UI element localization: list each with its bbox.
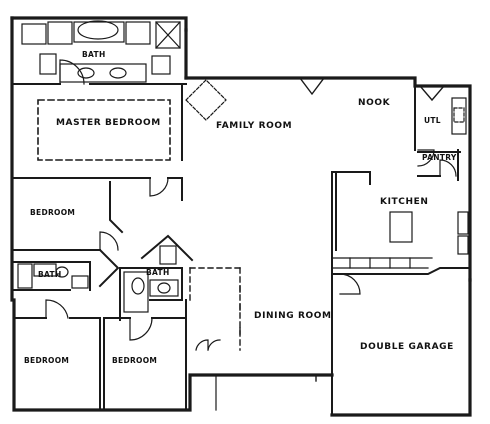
room-label-bath-left: BATH — [38, 270, 62, 279]
room-label-bedroom-lower-mid: BEDROOM — [112, 356, 158, 365]
middle-bath-fixtures — [123, 245, 179, 313]
room-label-kitchen: KITCHEN — [380, 197, 429, 207]
room-label-nook: NOOK — [358, 98, 391, 108]
master-bedroom-rug — [37, 99, 171, 161]
left-bath-fixtures — [17, 263, 89, 289]
room-label-master-bedroom: MASTER BEDROOM — [56, 118, 161, 128]
fireplace — [185, 79, 227, 121]
room-label-bath-master: BATH — [82, 50, 106, 59]
entry — [189, 374, 217, 411]
dining-partitions — [189, 267, 241, 351]
room-label-dining-room: DINING ROOM — [254, 311, 332, 321]
room-label-bedroom-lower-left: BEDROOM — [24, 356, 70, 365]
utility-fixtures — [451, 97, 467, 135]
room-label-family-room: FAMILY ROOM — [216, 121, 293, 131]
room-label-bath-mid: BATH — [146, 268, 170, 277]
windows — [239, 77, 445, 382]
room-label-bedroom-upper: BEDROOM — [30, 208, 76, 217]
room-label-utl: UTL — [424, 116, 441, 125]
kitchen-counter — [331, 211, 469, 269]
doors — [45, 59, 457, 351]
master-bath-fixtures — [21, 20, 181, 83]
room-label-pantry: PANTRY — [422, 153, 457, 162]
exterior-walls — [10, 16, 472, 417]
room-label-double-garage: DOUBLE GARAGE — [360, 342, 454, 352]
interior-walls — [13, 83, 471, 416]
